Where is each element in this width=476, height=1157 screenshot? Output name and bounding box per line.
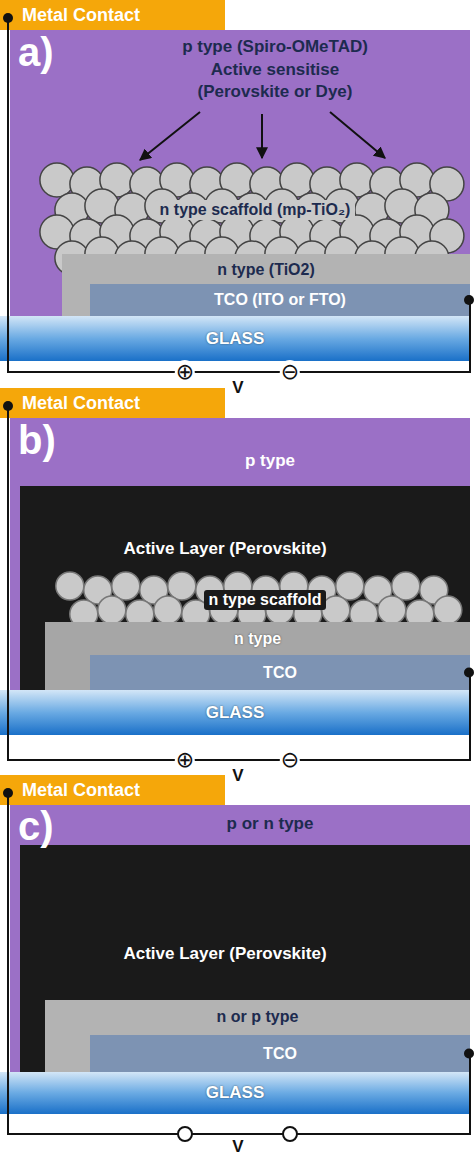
layer-label: TCO	[263, 1044, 297, 1064]
voltage-symbol: V	[232, 1138, 243, 1155]
tco-layer: TCO	[90, 655, 470, 690]
layer-label: Metal Contact	[22, 392, 140, 415]
polarity-sign: ⊕	[175, 748, 195, 772]
layer-label: Active Layer (Perovskite)	[123, 943, 326, 964]
voltage-symbol: V	[232, 767, 243, 784]
panel-letter: b)	[18, 420, 56, 460]
polarity-sign: ⊕	[175, 360, 195, 384]
particle	[56, 572, 84, 600]
layer-label: TCO (ITO or FTO)	[214, 290, 346, 310]
glass-substrate: GLASS	[0, 690, 470, 735]
metal-contact: Metal Contact	[0, 388, 225, 418]
scaffold-layer: n type scaffold	[60, 572, 470, 628]
polarity-sign: ⊖	[280, 360, 300, 384]
particle	[434, 596, 462, 624]
voltage-symbol: V	[232, 379, 243, 396]
open-terminal	[283, 1127, 297, 1141]
particle	[98, 596, 126, 624]
particle	[40, 163, 74, 197]
layer-label: n type (TiO2)	[217, 260, 315, 280]
layer-label: GLASS	[206, 1082, 265, 1103]
particle	[112, 572, 140, 600]
layer-label: p type	[245, 450, 295, 471]
layer-label: GLASS	[206, 328, 265, 349]
particle	[154, 596, 182, 624]
layer-label: Metal Contact	[22, 4, 140, 27]
layer-label: n type	[234, 629, 281, 649]
tco-layer: TCO	[90, 1035, 470, 1072]
tco-layer: TCO (ITO or FTO)	[90, 284, 470, 316]
layer-label: Active sensitise (Perovskite or Dye)	[183, 59, 368, 102]
layer-label: p type (Spiro-OMeTAD)	[182, 36, 368, 57]
particle	[378, 596, 406, 624]
layer-label: Metal Contact	[22, 779, 140, 802]
panel-letter: c)	[18, 806, 54, 846]
particle	[168, 572, 196, 600]
metal-contact: Metal Contact	[0, 775, 225, 805]
open-terminal	[178, 1127, 192, 1141]
layer-label: TCO	[263, 663, 297, 683]
layer-label: n or p type	[217, 1007, 299, 1027]
polarity-sign: ⊖	[280, 748, 300, 772]
layer-label: n type scaffold (mp-TiO₂)	[155, 200, 356, 220]
panel-letter: a)	[18, 32, 54, 72]
layer-label: Active Layer (Perovskite)	[123, 538, 326, 559]
glass-substrate: GLASS	[0, 316, 470, 361]
particle	[392, 572, 420, 600]
metal-contact: Metal Contact	[0, 0, 225, 30]
layer-label: GLASS	[206, 702, 265, 723]
glass-substrate: GLASS	[0, 1072, 470, 1114]
particle	[336, 572, 364, 600]
layer-label: n type scaffold	[204, 590, 327, 610]
layer-label: p or n type	[227, 813, 314, 834]
scaffold-layer: n type scaffold (mp-TiO₂)	[45, 160, 465, 260]
